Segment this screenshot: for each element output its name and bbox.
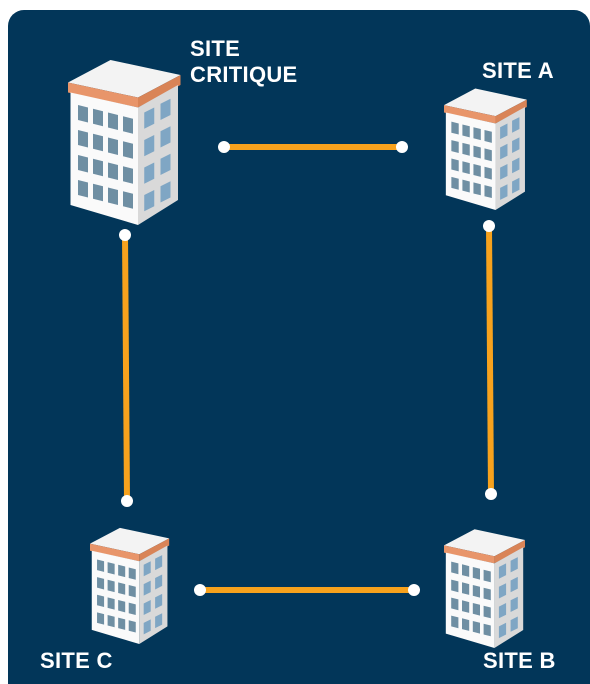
link-a-b (483, 220, 497, 500)
building-critique-icon (68, 60, 181, 225)
site-b-label: SITE B (483, 648, 556, 673)
link-c-critique (119, 229, 133, 507)
link-critique-a (218, 141, 408, 153)
building-b-icon (444, 529, 525, 648)
building-a-icon (444, 88, 527, 210)
building-c-icon (90, 527, 170, 644)
site-critique-label: SITE CRITIQUE (190, 36, 298, 87)
site-c-label: SITE C (40, 648, 113, 673)
site-a-label: SITE A (482, 58, 554, 83)
link-b-c (194, 584, 420, 596)
